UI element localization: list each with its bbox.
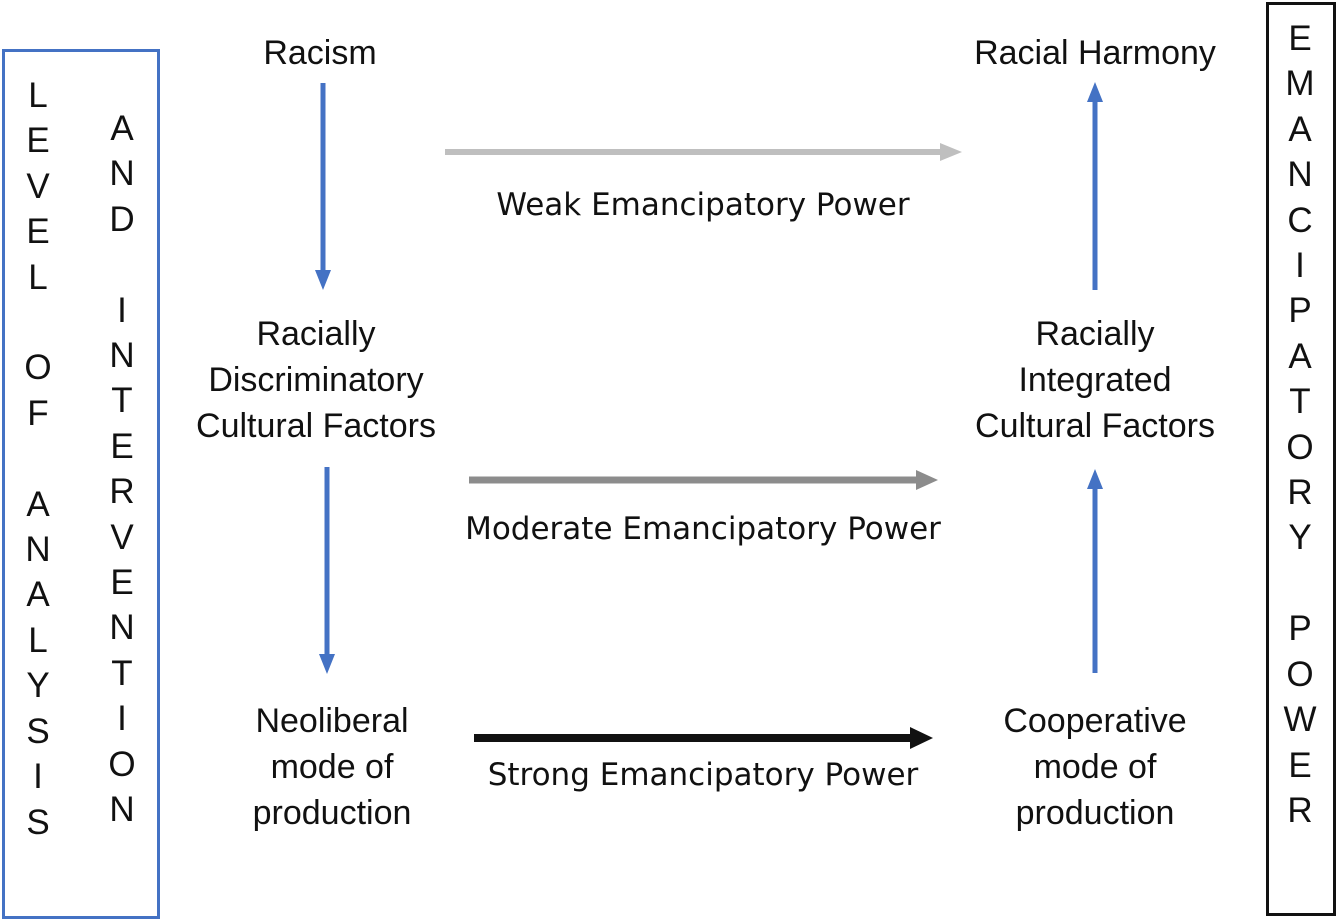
arrow-racism-to-discriminatory [315,83,331,290]
arrow-discriminatory-to-neoliberal [319,467,335,674]
and-intervention-label: A N D I N T E R V E N T I O N [108,109,136,830]
strong-power-arrow [474,727,933,749]
moderate-power-label: Moderate Emancipatory Power [465,511,941,547]
moderate-power-arrow [469,470,938,490]
arrow-integrated-to-harmony [1087,82,1103,290]
strong-power-label: Strong Emancipatory Power [487,757,919,793]
level-of-analysis-frame [2,49,160,919]
node-cooperative-mode-of-production: Cooperative mode of production [1003,702,1187,832]
emancipatory-power-label: E M A N C I P A T O R Y P O W E R [1283,19,1317,830]
weak-power-label: Weak Emancipatory Power [496,187,910,223]
node-racially-integrated-cultural-factors: Racially Integrated Cultural Factors [975,315,1215,445]
node-racially-discriminatory-cultural-factors: Racially Discriminatory Cultural Factors [196,315,436,445]
node-neoliberal-mode-of-production: Neoliberal mode of production [252,702,412,832]
arrow-cooperative-to-integrated [1087,469,1103,673]
weak-power-arrow [445,143,962,161]
level-of-analysis-label: L E V E L O F A N A L Y S I S [24,76,52,842]
node-racial-harmony: Racial Harmony [974,34,1216,72]
emancipatory-power-frame [1266,2,1336,916]
node-racism: Racism [263,34,377,72]
